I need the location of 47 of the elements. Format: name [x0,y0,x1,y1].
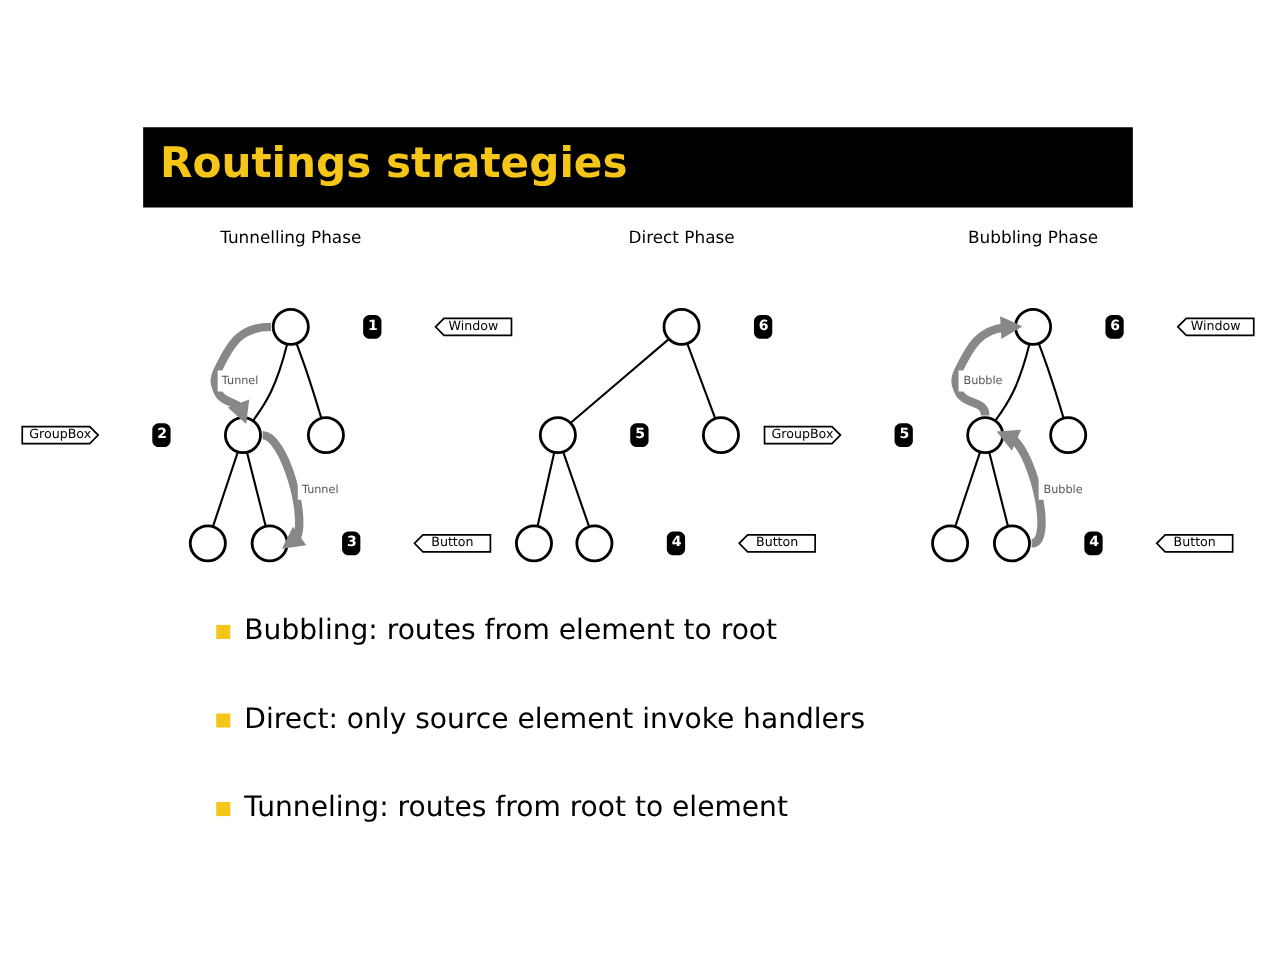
node-circle [271,307,310,346]
node-label: 4 [671,532,682,551]
label: Direct: only source element invoke handlers [244,703,866,736]
connector [988,452,1009,527]
arrow [210,322,272,424]
node-circle [306,416,345,455]
node-label: 5 [635,423,645,442]
arrow [951,316,1023,416]
connector [1037,343,1065,419]
node-circle [701,416,740,455]
node-label: 6 [758,315,769,334]
node-circle [224,416,262,455]
label: Tunnelling Phase [220,226,362,247]
node-label: 4 [1089,532,1100,551]
connector [536,452,556,527]
connector [246,452,267,527]
connector [295,343,323,419]
connector [212,451,239,527]
node-circle [1049,416,1088,455]
connector [562,451,590,527]
label: Tunneling: routes from root to element [244,792,788,825]
label: Bubbling: routes from element to root [244,614,778,647]
node-label: 5 [899,423,910,442]
label: Direct Phase [628,226,735,247]
connector [252,344,289,422]
connector [570,338,670,424]
node-circle [188,524,227,563]
node-circle [931,524,970,563]
label: Bubbling Phase [968,226,1099,247]
node-label: 3 [346,532,357,551]
node-circle [1014,307,1052,346]
node-label: 1 [368,315,378,334]
node-circle [515,524,553,563]
arrow [996,429,1046,548]
node-circle [250,524,289,563]
node-circle [966,416,1005,455]
node-label: 6 [1110,315,1121,334]
arrow [261,431,307,549]
connector [994,344,1031,422]
node-circle [538,416,577,455]
connector [954,451,982,527]
connector [686,343,717,419]
node-circle [575,524,614,563]
node-circle [662,307,701,346]
diagram-title: Routings strategies [160,137,628,188]
node-label: 2 [157,423,167,442]
node-circle [992,524,1031,563]
